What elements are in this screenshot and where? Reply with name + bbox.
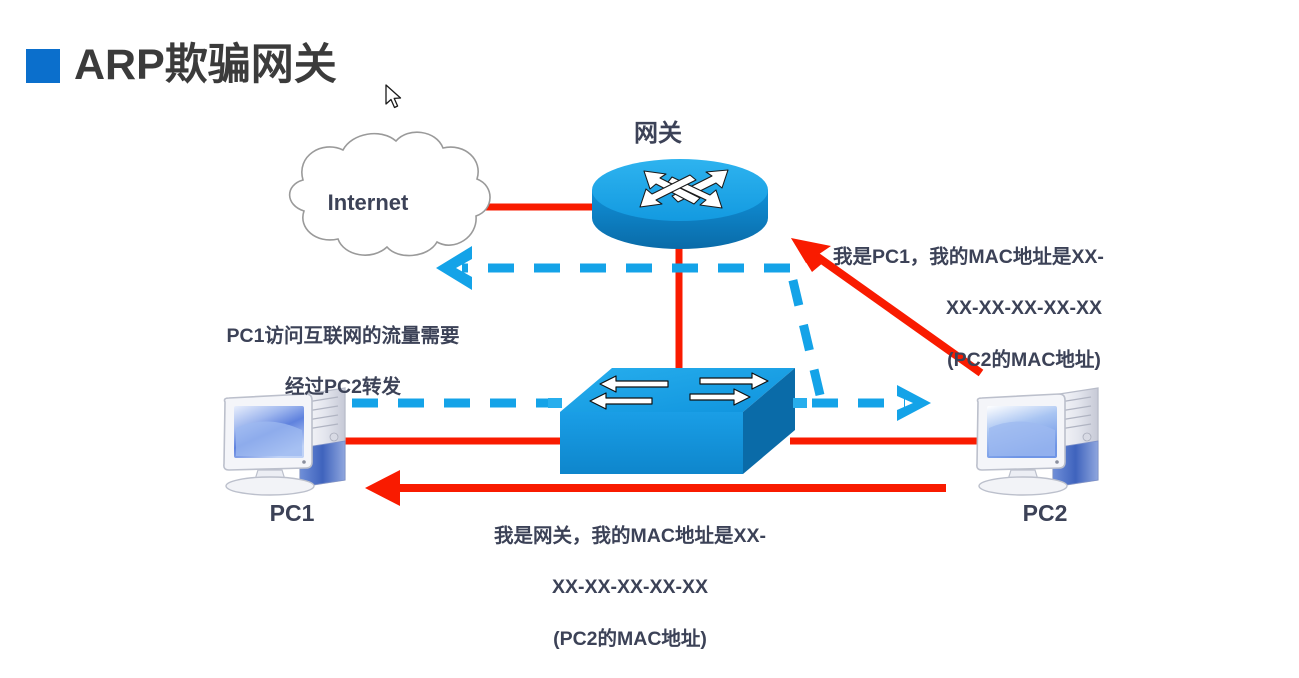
annotation-spoof-to-gateway: 我是PC1，我的MAC地址是XX- XX-XX-XX-XX-XX (PC2的MA…: [833, 219, 1243, 399]
node-internet-cloud: [288, 131, 491, 257]
flow-spoof-to-gateway: [791, 238, 984, 377]
pc1-label: PC1: [269, 500, 315, 526]
annotation-bottom-line2: XX-XX-XX-XX-XX: [551, 576, 709, 599]
mouse-cursor-icon: [385, 84, 402, 109]
flow-spoof-to-pc1: [365, 470, 946, 506]
annotation-bottom-line1: 我是网关，我的MAC地址是XX-: [494, 524, 766, 547]
node-pc1: [223, 387, 346, 496]
node-switch: [548, 368, 807, 474]
annotation-right-line2: XX-XX-XX-XX-XX: [945, 297, 1103, 320]
gateway-label: 网关: [634, 120, 682, 147]
annotation-redirected-traffic: PC1访问互联网的流量需要 经过PC2转发: [168, 298, 518, 427]
red-arrowhead-gateway: [791, 238, 831, 263]
node-pc2: [976, 387, 1099, 496]
annotation-right-line1: 我是PC1，我的MAC地址是XX-: [833, 245, 1104, 268]
annotation-left-line2: 经过PC2转发: [285, 376, 401, 399]
cyan-arrowhead-right: [897, 385, 931, 421]
cyan-arrowhead-left: [436, 246, 472, 290]
bullet-square-icon: [26, 48, 60, 83]
annotation-right-line3: (PC2的MAC地址): [947, 348, 1101, 371]
annotation-bottom-line3: (PC2的MAC地址): [553, 627, 707, 650]
slide-canvas: ARP欺骗网关: [26, 43, 1243, 650]
annotation-left-line1: PC1访问互联网的流量需要: [226, 324, 460, 347]
network-diagram: [223, 131, 1099, 506]
red-arrowhead-pc1: [365, 470, 400, 506]
pc2-label: PC2: [1022, 500, 1068, 526]
node-gateway-router: [592, 159, 768, 249]
annotation-spoof-to-pc1: 我是网关，我的MAC地址是XX- XX-XX-XX-XX-XX (PC2的MAC…: [430, 498, 830, 678]
page-title-text: ARP欺骗网关: [74, 41, 337, 89]
page-title: ARP欺骗网关: [26, 44, 337, 87]
internet-cloud-label: Internet: [327, 190, 409, 215]
